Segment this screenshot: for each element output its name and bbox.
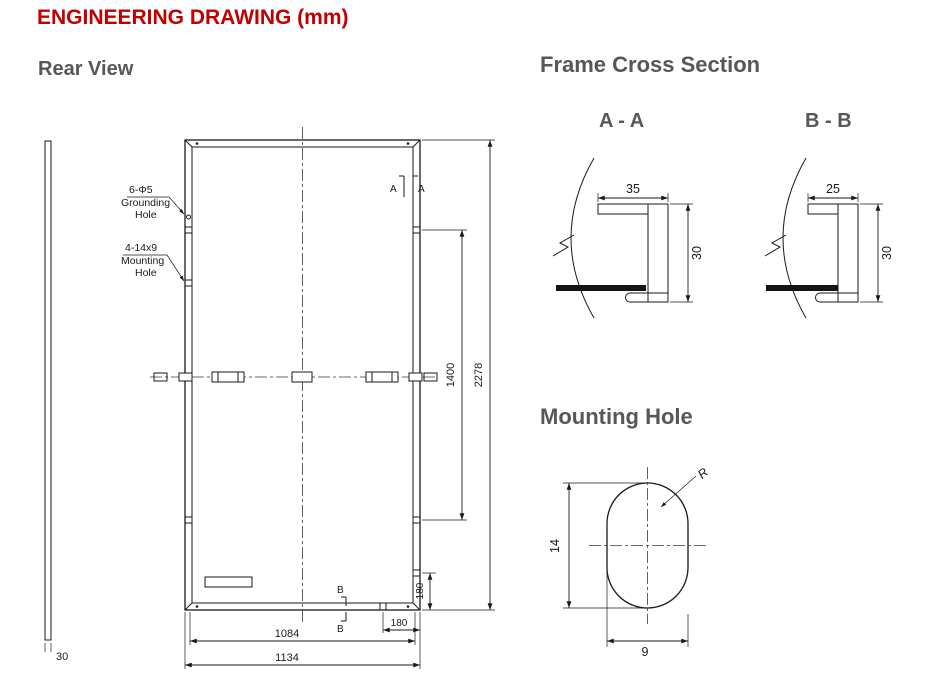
- grounding-callout-line1: 6-Φ5: [129, 184, 153, 196]
- dimension-14: 14: [548, 482, 646, 609]
- panel-side-profile: 30: [44, 140, 68, 663]
- dimension-25: 25: [807, 182, 859, 202]
- mounting-callout-line1: 4-14x9: [125, 242, 157, 254]
- frame-web: [837, 203, 859, 303]
- middle-support-brackets: [153, 371, 438, 383]
- frame-cross-section-heading: Frame Cross Section: [540, 52, 761, 77]
- dimension-2278: 2278: [422, 139, 495, 611]
- dim-30b-text: 30: [880, 246, 894, 260]
- section-a-a-label: A - A: [599, 110, 645, 132]
- dimension-30-b: 30: [860, 203, 894, 303]
- rear-view-drawing: 30: [44, 127, 495, 669]
- frame-bottom-flange: [625, 292, 668, 303]
- dimension-1134: 1134: [184, 612, 421, 669]
- page-title: ENGINEERING DRAWING (mm): [37, 6, 349, 29]
- dim-25-text: 25: [826, 182, 840, 196]
- mounting-callout-line3: Hole: [135, 267, 157, 279]
- dim-1134-text: 1134: [275, 652, 299, 664]
- section-cut-mark-b: B B: [337, 585, 347, 635]
- corner-screw-icon: [406, 605, 410, 608]
- cross-section-a-a-drawing: 35 30: [552, 157, 704, 319]
- grounding-callout-line2: Grounding: [121, 197, 170, 209]
- section-letter-b: B: [337, 585, 344, 596]
- grounding-callout-line3: Hole: [135, 209, 157, 221]
- rear-view-heading: Rear View: [38, 58, 134, 80]
- dimension-1400: 1400: [422, 229, 467, 521]
- corner-screw-icon: [406, 142, 410, 145]
- grounding-hole: [186, 214, 191, 220]
- dim-180h-text: 180: [391, 618, 408, 629]
- frame-web: [647, 203, 669, 303]
- dim-2278-text: 2278: [473, 363, 485, 387]
- cross-section-b-b-drawing: 25 30: [764, 157, 894, 319]
- dim-35-text: 35: [626, 182, 640, 196]
- corner-screw-icon: [195, 605, 199, 608]
- dim-30a-text: 30: [690, 246, 704, 260]
- section-letter-a: A: [418, 184, 425, 195]
- radius-label: R: [695, 465, 711, 482]
- break-zigzag-icon: [764, 234, 787, 257]
- laminate-section: [556, 285, 646, 291]
- corner-screw-icon: [195, 142, 199, 145]
- frame-bottom-flange: [815, 292, 858, 303]
- break-arc: [782, 157, 807, 319]
- grounding-hole-callout: 6-Φ5 Grounding Hole: [121, 184, 185, 221]
- mounting-hole-heading: Mounting Hole: [540, 404, 693, 429]
- mounting-hole-callout: 4-14x9 Mounting Hole: [121, 242, 185, 282]
- dim-180v-text: 180: [415, 582, 426, 599]
- dim-1084-text: 1084: [275, 628, 299, 640]
- break-arc: [570, 157, 595, 319]
- dim-14-text: 14: [548, 539, 562, 553]
- frame-slot-marks: [185, 226, 420, 610]
- dimension-180-horizontal: 180: [382, 612, 420, 633]
- section-letter-b: B: [337, 624, 344, 635]
- dimension-180-vertical: 180: [415, 572, 436, 610]
- break-zigzag-icon: [552, 234, 575, 257]
- dimension-1084: 1084: [189, 612, 416, 645]
- laminate-section: [766, 285, 838, 291]
- dimension-35: 35: [597, 182, 669, 202]
- radius-callout: R: [660, 465, 711, 508]
- section-letter-a: A: [390, 184, 397, 195]
- section-cut-mark-a: A A: [390, 175, 425, 197]
- section-b-b-label: B - B: [805, 110, 852, 132]
- mounting-callout-line2: Mounting: [121, 255, 164, 267]
- dim-9-text: 9: [642, 645, 649, 659]
- dimension-30-a: 30: [670, 203, 704, 303]
- nameplate: [204, 576, 253, 588]
- dim-thickness: 30: [56, 651, 68, 663]
- dim-1400-text: 1400: [445, 363, 457, 387]
- dimension-9: 9: [606, 572, 689, 659]
- mounting-hole-drawing: 14 9 R: [548, 465, 711, 659]
